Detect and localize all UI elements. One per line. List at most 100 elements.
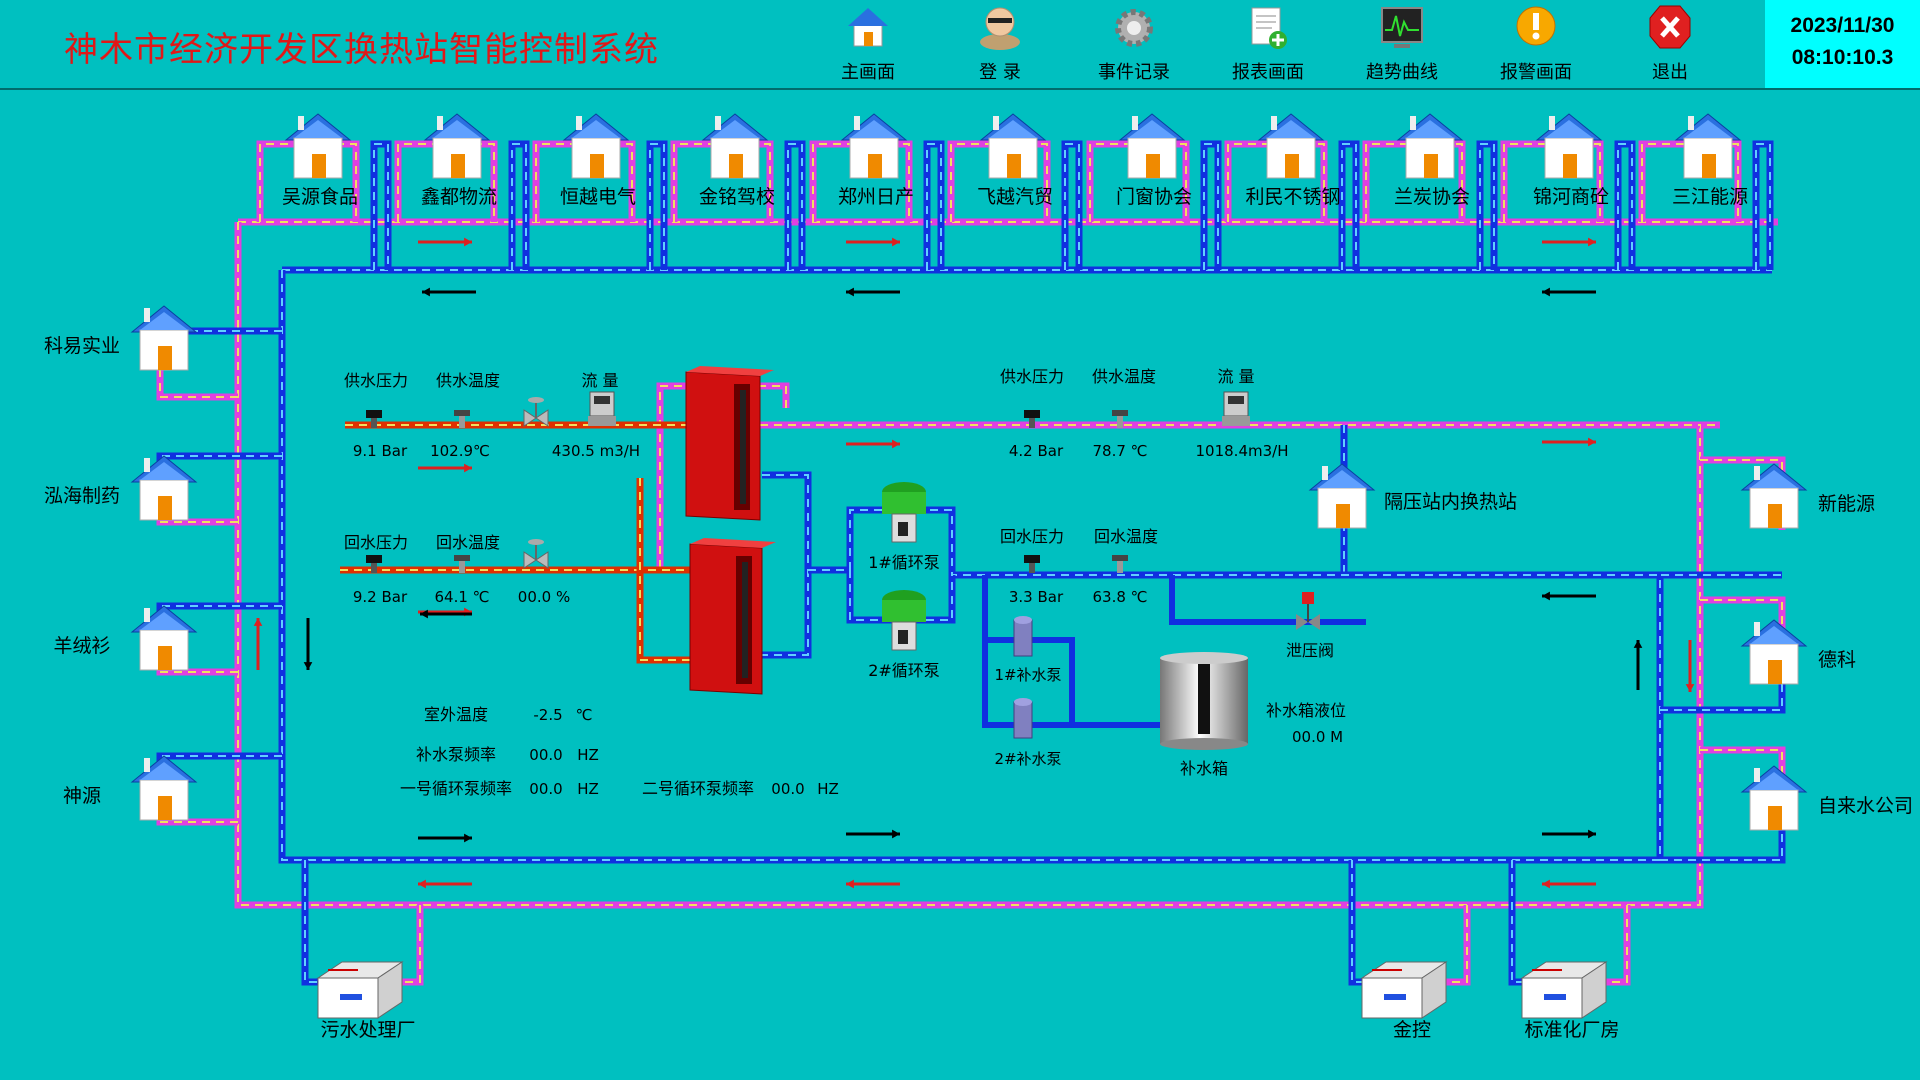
secondary-return-temp-label: 回水温度 xyxy=(1094,527,1158,546)
consumer-label: 神源 xyxy=(63,785,101,807)
circulation-pump-2-label: 2#循环泵 xyxy=(868,661,940,680)
report-add-icon xyxy=(1251,7,1287,49)
building-icon xyxy=(131,455,197,521)
secondary-flow-label: 流 量 xyxy=(1217,367,1254,386)
consumer-bottom-1[interactable]: 金控 xyxy=(1361,961,1447,1041)
return-pipe xyxy=(1338,140,1360,270)
consumer-label: 科易实业 xyxy=(44,335,120,357)
consumer-label: 兰炭协会 xyxy=(1394,186,1470,208)
consumer-label: 金铭驾校 xyxy=(699,186,775,208)
makeup-pump-2[interactable] xyxy=(1013,698,1033,739)
consumer-top-9[interactable]: 锦河商砼 xyxy=(1533,113,1609,208)
consumer-label: 鑫都物流 xyxy=(421,186,497,208)
pipe-network xyxy=(156,140,1786,986)
makeup-pump-2-label: 2#补水泵 xyxy=(994,750,1061,768)
secondary-supply-temp-label: 供水温度 xyxy=(1092,367,1156,386)
flow-arrow-icon xyxy=(253,618,263,670)
consumer-right-1[interactable]: 德科 xyxy=(1741,619,1856,685)
date-text: 2023/11/30 xyxy=(1790,14,1895,37)
consumer-top-1[interactable]: 鑫都物流 xyxy=(421,113,497,208)
consumer-top-10[interactable]: 三江能源 xyxy=(1672,113,1748,208)
consumer-top-8[interactable]: 兰炭协会 xyxy=(1394,113,1470,208)
consumer-left-2[interactable]: 羊绒衫 xyxy=(53,605,197,671)
nav-trend-button[interactable]: 趋势曲线 xyxy=(1342,2,1462,86)
flow-arrow-icon xyxy=(846,439,900,449)
return-pipe-flow xyxy=(1755,143,1771,270)
consumer-top-4[interactable]: 郑州日产 xyxy=(838,113,914,208)
flow-arrow-icon xyxy=(846,829,900,839)
flow-arrow-icon xyxy=(1542,237,1596,247)
consumer-right-0[interactable]: 新能源 xyxy=(1741,463,1875,529)
flow-arrow-icon xyxy=(418,833,472,843)
return-pipe-flow xyxy=(1479,143,1495,270)
nav-main-button[interactable]: 主画面 xyxy=(808,2,928,86)
building-icon xyxy=(1741,463,1807,529)
return-pipe-flow xyxy=(1660,830,1783,861)
makeup-freq-value: 00.0 xyxy=(529,746,562,764)
supply-pipe-flow xyxy=(1602,905,1628,983)
consumer-right-2[interactable]: 自来水公司 xyxy=(1741,765,1913,831)
primary-supply-pressure-value: 9.1 Bar xyxy=(353,442,408,460)
return-pipe-flow xyxy=(808,509,1660,576)
consumer-left-0[interactable]: 科易实业 xyxy=(44,305,197,371)
consumer-bottom-0[interactable]: 污水处理厂 xyxy=(317,961,416,1041)
nav-login-button[interactable]: 登 录 xyxy=(940,2,1060,86)
return-pipe-flow xyxy=(787,143,803,270)
building-icon xyxy=(1741,619,1807,685)
outdoor-temp-value: -2.5 xyxy=(533,706,562,724)
nav-alarm-button[interactable]: 报警画面 xyxy=(1476,2,1596,86)
control-valve-icon xyxy=(523,539,549,569)
building-icon xyxy=(702,113,768,179)
nav-exit-button[interactable]: 退出 xyxy=(1610,2,1730,86)
return-pipe xyxy=(1061,140,1083,270)
tank-level-value: 00.0 M xyxy=(1292,728,1343,746)
makeup-tank-label: 补水箱 xyxy=(1180,759,1228,778)
consumer-top-6[interactable]: 门窗协会 xyxy=(1116,113,1192,208)
app-title: 神木市经济开发区换热站智能控制系统 xyxy=(64,30,659,70)
thermometer-icon xyxy=(454,555,470,573)
consumer-top-2[interactable]: 恒越电气 xyxy=(560,113,636,208)
primary-flow-label: 流 量 xyxy=(581,371,618,390)
nav-report-button[interactable]: 报表画面 xyxy=(1208,2,1328,86)
supply-pipe-flow xyxy=(237,222,1720,906)
return-pipe xyxy=(1348,860,1372,986)
consumer-bottom-2[interactable]: 标准化厂房 xyxy=(1521,961,1620,1041)
makeup-pump-1[interactable] xyxy=(1013,616,1033,657)
secondary-supply-pressure-label: 供水压力 xyxy=(1000,367,1064,386)
return-pipe-flow xyxy=(1203,143,1219,270)
return-pipe-flow xyxy=(373,143,389,270)
supply-pipe-flow xyxy=(1442,905,1468,983)
exit-close-icon xyxy=(1649,5,1691,49)
makeup-water-tank xyxy=(1160,652,1248,750)
circulation-pump-2[interactable] xyxy=(882,590,926,651)
thermometer-icon xyxy=(1112,410,1128,428)
pressure-gauge-icon xyxy=(366,410,382,428)
alarm-warning-icon xyxy=(1516,6,1556,46)
station-house[interactable]: 隔压站内换热站 xyxy=(1309,463,1517,529)
pump1-freq-value: 00.0 xyxy=(529,780,562,798)
consumer-top-5[interactable]: 飞越汽贸 xyxy=(977,113,1053,208)
flowmeter-icon xyxy=(588,391,616,426)
building-icon xyxy=(1258,113,1324,179)
building-icon xyxy=(131,605,197,671)
pump2-freq-unit: HZ xyxy=(817,780,839,798)
consumer-left-3[interactable]: 神源 xyxy=(63,755,197,821)
trend-monitor-icon xyxy=(1381,7,1423,48)
consumer-top-0[interactable]: 吴源食品 xyxy=(282,113,358,208)
consumer-left-1[interactable]: 泓海制药 xyxy=(44,455,197,521)
consumer-label: 郑州日产 xyxy=(838,186,914,208)
heat-exchanger-2 xyxy=(689,538,776,695)
return-pipe-flow xyxy=(1064,143,1080,270)
consumer-top-7[interactable]: 利民不锈钢 xyxy=(1245,113,1341,208)
building-icon xyxy=(1119,113,1185,179)
circulation-pump-1[interactable] xyxy=(882,482,926,543)
secondary-return-pressure-value: 3.3 Bar xyxy=(1009,588,1064,606)
relief-valve[interactable] xyxy=(1296,592,1320,630)
consumer-label: 新能源 xyxy=(1818,493,1875,515)
pump2-freq-value: 00.0 xyxy=(771,780,804,798)
consumer-label: 吴源食品 xyxy=(282,186,358,208)
nav-events-button[interactable]: 事件记录 xyxy=(1074,2,1194,86)
pump2-freq-label: 二号循环泵频率 xyxy=(642,779,754,798)
consumer-top-3[interactable]: 金铭驾校 xyxy=(699,113,775,208)
makeup-pipe xyxy=(1169,575,1366,625)
